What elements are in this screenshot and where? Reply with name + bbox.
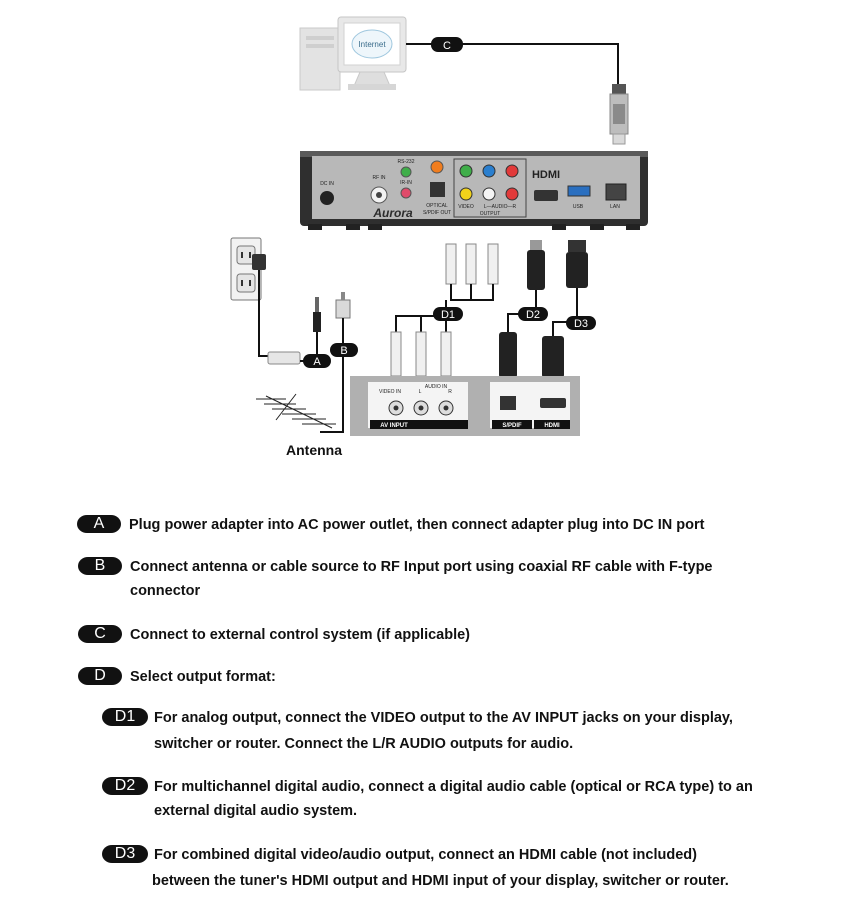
wall-outlet-icon	[230, 237, 266, 301]
badge-d2-label: D2	[526, 309, 540, 321]
step-a-text-line-1: Plug power adapter into AC power outlet,…	[129, 517, 705, 533]
display-label-audio-r: R	[448, 389, 452, 395]
hdmi-cable-d3: D3	[542, 240, 596, 388]
display-label-hdmi: HDMI	[544, 423, 560, 429]
port-label-dc-in: DC IN	[320, 181, 334, 187]
display-input-panel: VIDEO IN L AUDIO IN R AV INPUT S/PDIF HD…	[350, 376, 580, 436]
coax-spdif-port	[430, 160, 444, 174]
badge-d3-label: D3	[574, 318, 588, 330]
port-label-optical: OPTICAL	[426, 203, 448, 209]
video-rca-port	[459, 187, 473, 201]
badge-a-label: A	[313, 356, 321, 368]
step-b-badge: B	[78, 557, 122, 575]
antenna-label: Antenna	[286, 442, 342, 458]
port-label-video: VIDEO	[458, 204, 474, 210]
step-d1-text-line-1: For analog output, connect the VIDEO out…	[154, 710, 733, 726]
step-d-badge: D	[78, 667, 122, 685]
hdmi-logo: HDMI	[532, 169, 560, 181]
step-b-text-line-1: Connect antenna or cable source to RF In…	[130, 559, 713, 575]
audio-l-rca-port	[482, 187, 496, 201]
step-d2-text-line-2: external digital audio system.	[154, 803, 358, 819]
display-video-in-jack	[393, 405, 399, 411]
badge-d1-label: D1	[441, 309, 455, 321]
badge-a	[303, 354, 331, 368]
step-c-text-line-1: Connect to external control system (if a…	[130, 627, 471, 643]
computer-icon: Internet	[299, 16, 407, 91]
step-c-badge: C	[78, 625, 122, 643]
display-label-av-input: AV INPUT	[380, 423, 408, 429]
port-label-lan: LAN	[610, 204, 620, 210]
port-label-rs232: RS-232	[398, 159, 415, 165]
cable-b: B	[320, 292, 358, 433]
display-audio-r-jack	[443, 405, 449, 411]
step-d1-badge: D1	[102, 708, 148, 726]
dc-in-port	[320, 191, 334, 205]
step-d3-text-line-2: between the tuner's HDMI output and HDMI…	[152, 873, 729, 889]
display-hdmi-port	[540, 398, 566, 408]
step-legend: A Plug power adapter into AC power outle…	[0, 500, 861, 900]
digital-audio-cable-d2: D2	[499, 240, 548, 388]
antenna-icon	[256, 393, 336, 429]
badge-b	[330, 343, 358, 357]
connection-diagram: Internet C DC IN RF IN RS-232 IR-IN	[230, 16, 648, 458]
port-label-output: OUTPUT	[480, 211, 501, 217]
optical-port	[430, 182, 445, 197]
audio-r-rca-port	[505, 187, 519, 201]
port-label-audio-lr: L—AUDIO—R	[484, 204, 517, 210]
display-label-video-in: VIDEO IN	[379, 389, 401, 395]
cable-a: A	[258, 270, 331, 368]
display-audio-l-jack	[418, 405, 424, 411]
port-label-ir-in: IR-IN	[400, 180, 412, 186]
display-label-audio-in: AUDIO IN	[425, 384, 448, 390]
step-d2-text-line-1: For multichannel digital audio, connect …	[154, 779, 753, 795]
step-d1-text-line-2: switcher or router. Connect the L/R AUDI…	[154, 736, 574, 752]
rs232-port	[400, 166, 412, 178]
display-label-spdif: S/PDIF	[502, 423, 522, 429]
port-label-rf-in: RF IN	[372, 175, 385, 181]
port-label-spdif-out: S/PDIF OUT	[423, 210, 451, 216]
hdmi-port	[534, 190, 558, 201]
step-d3-text-line-1: For combined digital video/audio output,…	[154, 847, 697, 863]
port-label-usb: USB	[573, 204, 584, 210]
tuner-box: DC IN RF IN RS-232 IR-IN OPTICAL S/PDIF …	[300, 151, 648, 230]
badge-b-label: B	[340, 345, 347, 357]
aurora-logo: Aurora	[372, 206, 413, 220]
lan-port	[605, 183, 627, 201]
cable-c: C	[406, 37, 629, 145]
step-d3-badge: D3	[102, 845, 148, 863]
step-d2-badge: D2	[102, 777, 148, 795]
badge-d3	[566, 316, 596, 330]
badge-d2	[518, 307, 548, 321]
badge-c-label: C	[443, 40, 451, 52]
badge-d1	[433, 307, 463, 321]
step-d-text-line-1: Select output format:	[130, 669, 276, 685]
display-label-audio-l: L	[419, 389, 422, 395]
rf-in-port	[376, 192, 382, 198]
step-b-text-line-2: connector	[130, 583, 201, 599]
rca-cables-d1: D1	[390, 243, 499, 377]
display-spdif-port	[500, 396, 516, 410]
ir-in-port	[400, 187, 412, 199]
usb-port	[567, 185, 591, 197]
step-a-badge: A	[77, 515, 121, 533]
badge-c	[431, 37, 463, 52]
monitor-screen-text: Internet	[358, 40, 386, 49]
